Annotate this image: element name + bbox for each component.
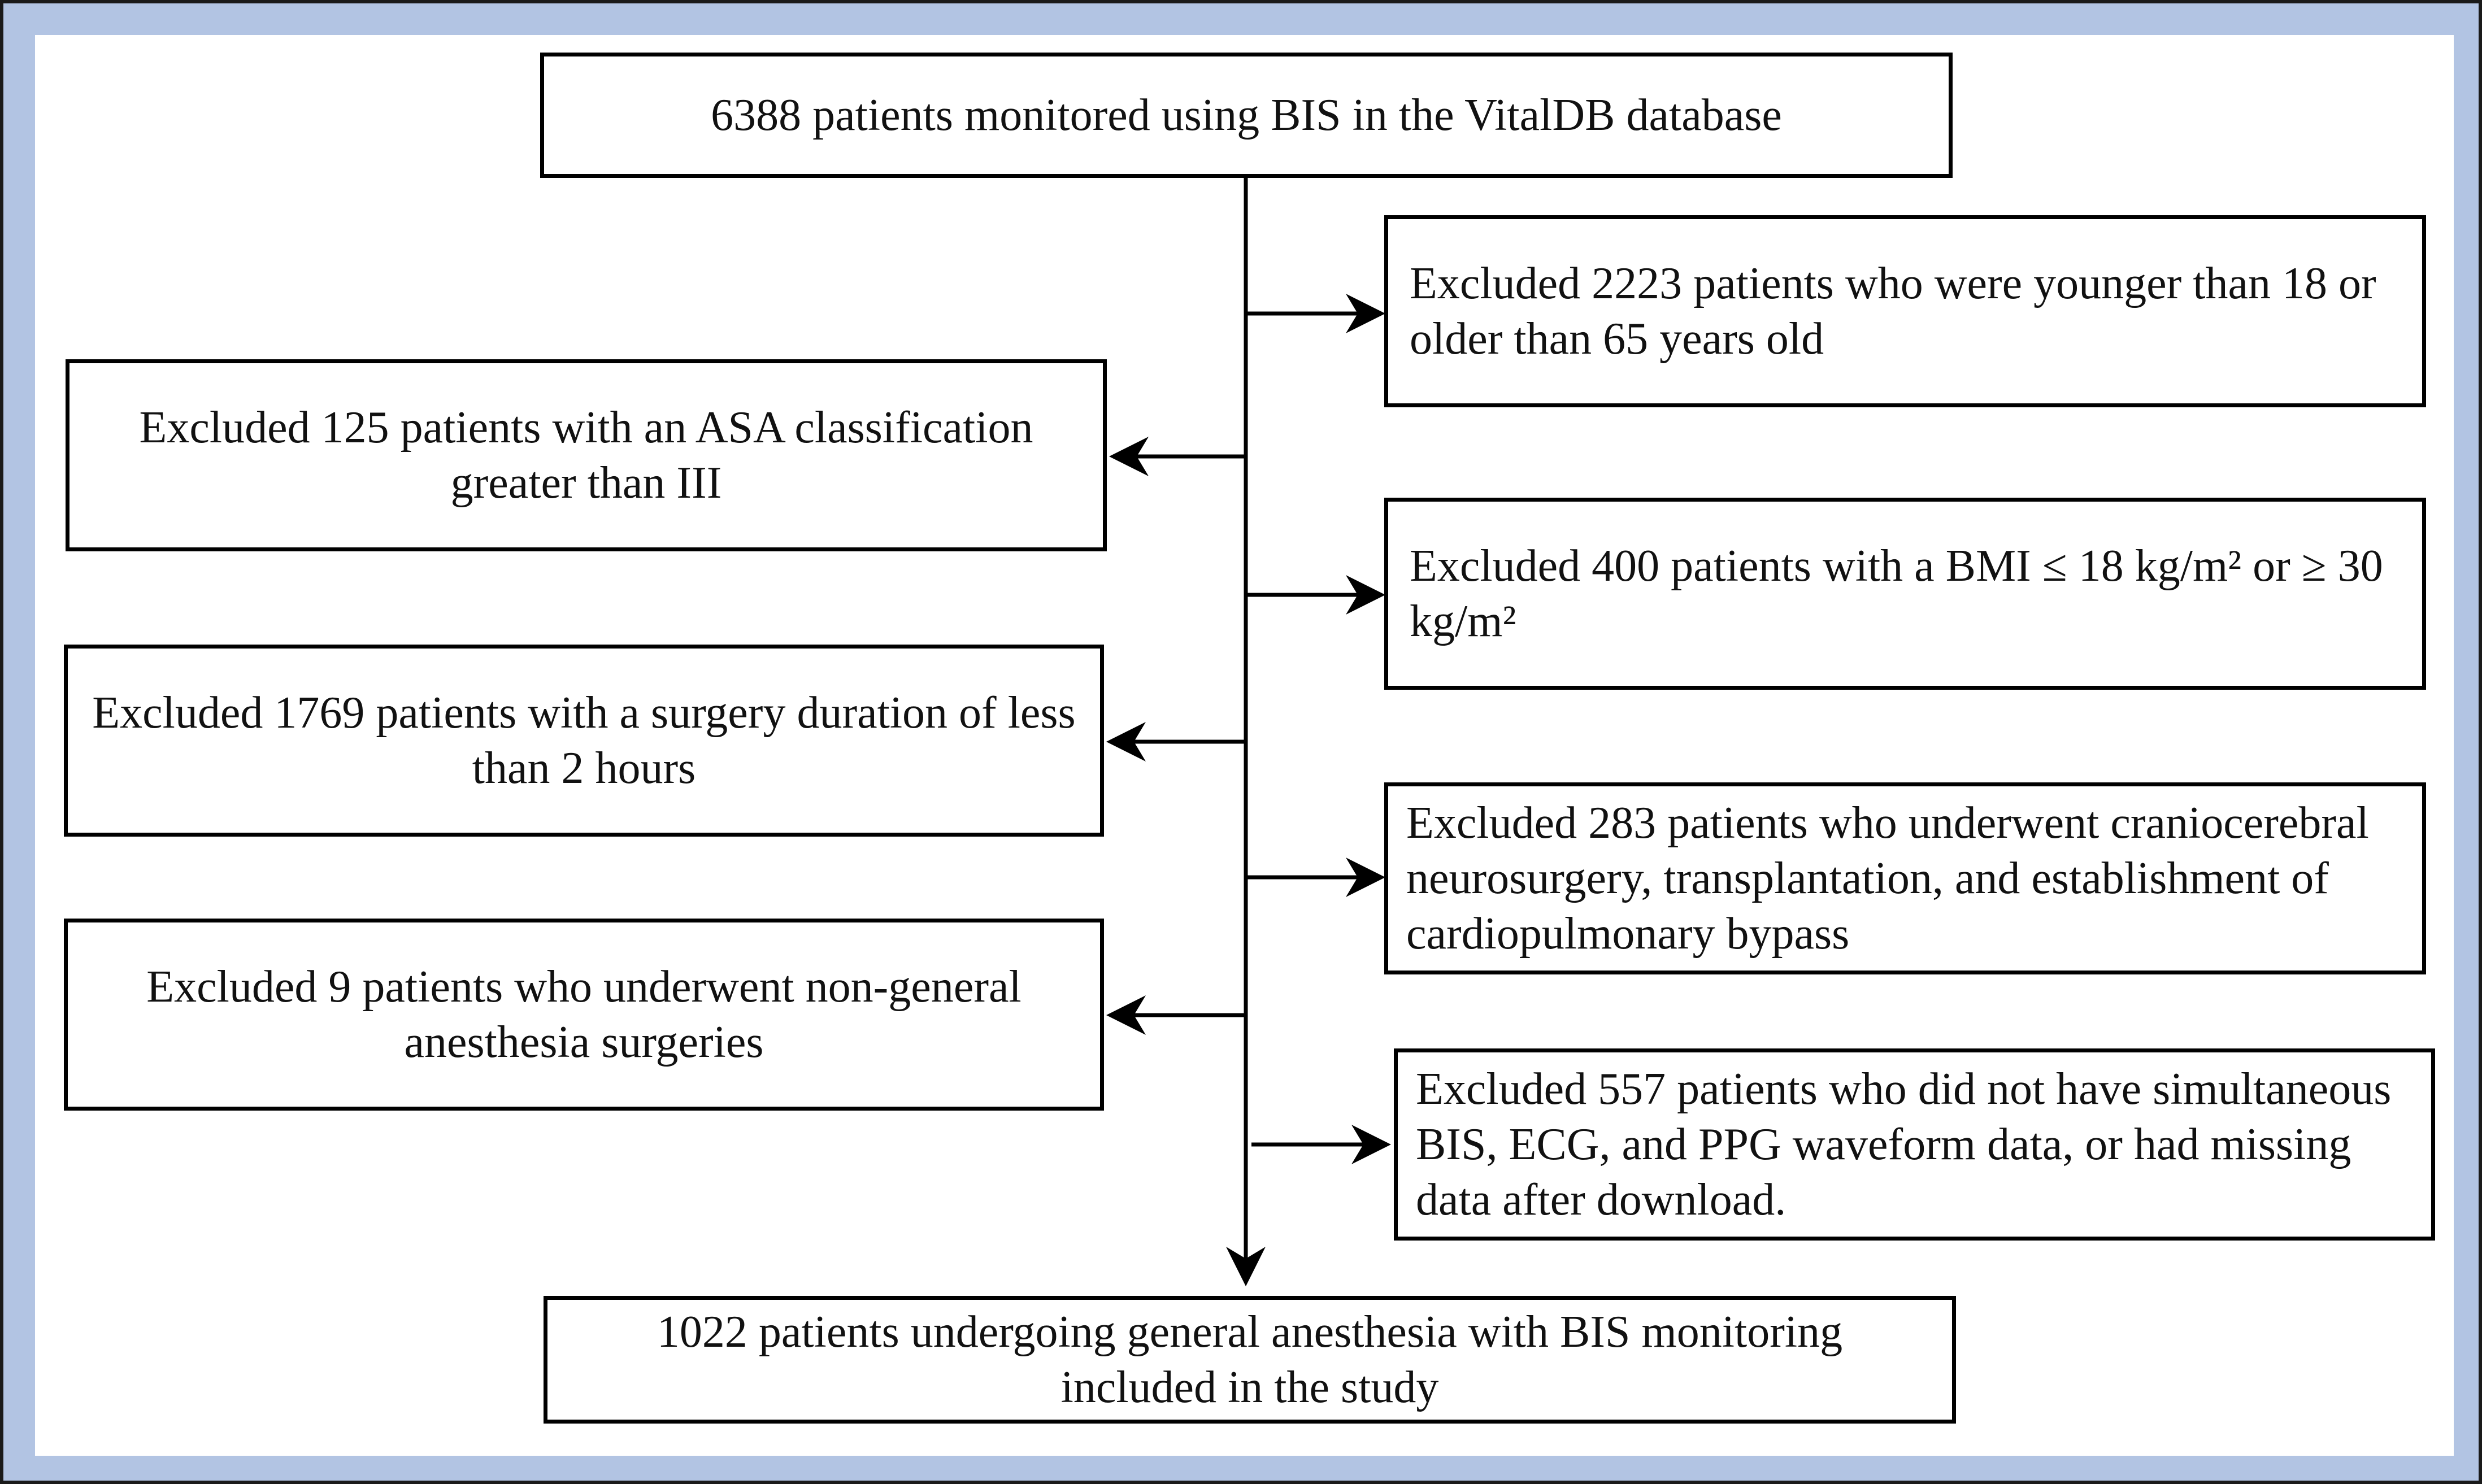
exclusion-box-surgery-type: Excluded 283 patients who underwent cran… [1384,782,2426,974]
exclusion-box-bmi: Excluded 400 patients with a BMI ≤ 18 kg… [1384,498,2426,690]
top-box-total-patients: 6388 patients monitored using BIS in the… [540,53,1953,178]
top-box-text: 6388 patients monitored using BIS in the… [711,90,1782,140]
exclusion-waveform-text: Excluded 557 patients who did not have s… [1416,1064,2392,1225]
exclusion-duration-text: Excluded 1769 patients with a surgery du… [92,688,1076,793]
exclusion-asa-text: Excluded 125 patients with an ASA classi… [139,403,1033,508]
exclusion-anesthesia-text: Excluded 9 patients who underwent non-ge… [146,962,1022,1067]
exclusion-age-text: Excluded 2223 patients who were younger … [1410,259,2376,364]
exclusion-surgery-type-text: Excluded 283 patients who underwent cran… [1406,798,2369,959]
exclusion-box-waveform: Excluded 557 patients who did not have s… [1394,1048,2435,1241]
exclusion-box-age: Excluded 2223 patients who were younger … [1384,215,2426,407]
bottom-box-included-patients: 1022 patients undergoing general anesthe… [544,1296,1956,1424]
exclusion-bmi-text: Excluded 400 patients with a BMI ≤ 18 kg… [1410,541,2383,646]
exclusion-box-asa: Excluded 125 patients with an ASA classi… [66,359,1107,551]
exclusion-box-duration: Excluded 1769 patients with a surgery du… [64,645,1104,837]
exclusion-box-anesthesia: Excluded 9 patients who underwent non-ge… [64,919,1104,1111]
bottom-box-text: 1022 patients undergoing general anesthe… [657,1307,1843,1412]
